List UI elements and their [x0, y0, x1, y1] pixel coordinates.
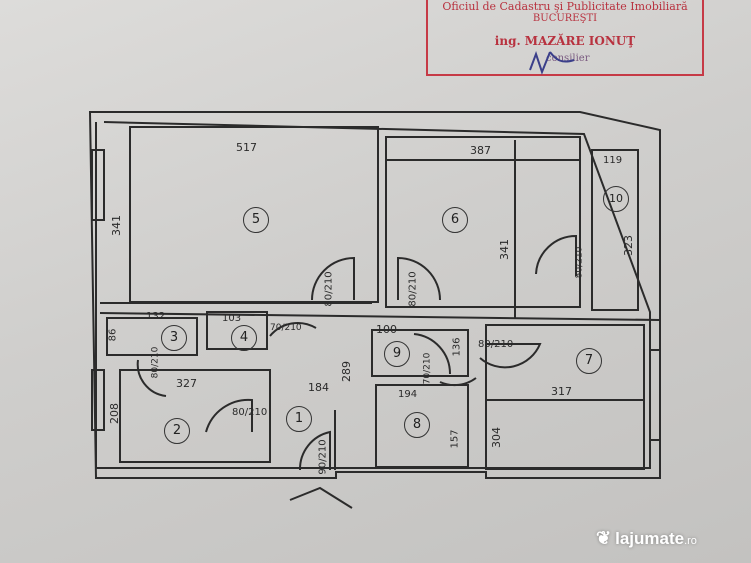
- room-7-number: 7: [576, 348, 602, 374]
- room-9-number: 9: [384, 341, 410, 367]
- door-swing-3: [136, 359, 167, 397]
- room-10-outline: [591, 149, 639, 311]
- room-1-height: 289: [340, 361, 353, 382]
- watermark-tld: .ro: [684, 535, 697, 547]
- room-2-height: 208: [108, 403, 121, 424]
- door-swing-6: [397, 256, 441, 301]
- room-10-number: 10: [603, 186, 629, 212]
- room-10-width: 119: [603, 155, 623, 166]
- door-2-label: 80/210: [232, 407, 268, 418]
- room-7-height: 304: [490, 427, 503, 448]
- room-6-height: 341: [498, 239, 511, 260]
- room-3-outline: [106, 317, 198, 356]
- door-swing-5: [311, 256, 355, 301]
- signature: [529, 51, 575, 75]
- door-4-label: 70/210: [270, 323, 302, 333]
- door-8-label: 70/210: [422, 352, 433, 385]
- outer-wall: [88, 111, 661, 479]
- room-3-width: 132: [146, 311, 166, 322]
- corridor-wall: [99, 312, 661, 321]
- room-8-outline: [375, 384, 469, 468]
- door-3-label: 80/210: [150, 346, 161, 379]
- door-9-label: 100: [376, 323, 397, 336]
- stamp-office: Oficiul de Cadastru şi Publicitate Imobi…: [442, 0, 688, 13]
- room-2-outline: [119, 369, 271, 463]
- room-8-height: 157: [449, 429, 461, 449]
- door-swing-10: [535, 234, 577, 276]
- room-8-width: 194: [398, 389, 418, 400]
- cadastre-stamp: Oficiul de Cadastru şi Publicitate Imobi…: [426, 0, 704, 76]
- room-5-width: 517: [236, 141, 257, 154]
- room-1-number: 1: [286, 406, 312, 432]
- room-7-outline: [485, 324, 645, 470]
- room-1-width: 184: [308, 381, 329, 394]
- room-4-width: 103: [222, 313, 242, 324]
- door-7-label: 80/210: [478, 339, 514, 350]
- room-8-number: 8: [404, 412, 430, 438]
- window-room-7: [649, 349, 661, 441]
- room-3-height: 86: [107, 328, 119, 342]
- window-room-2: [91, 369, 105, 431]
- room-2-width: 327: [176, 377, 197, 390]
- room-10-height: 323: [622, 235, 635, 256]
- room-4-number: 4: [231, 325, 257, 351]
- door-swing-7: [479, 343, 542, 369]
- lajumate-watermark: ❦lajumate.ro: [596, 528, 697, 549]
- room-5-height: 341: [110, 215, 123, 236]
- room-9-height: 136: [451, 337, 463, 357]
- door-swing-2: [205, 398, 253, 433]
- watermark-brand: lajumate: [615, 529, 685, 548]
- room-6-number: 6: [442, 207, 468, 233]
- room-6-outline: [385, 136, 581, 308]
- room-9-outline: [371, 329, 469, 377]
- door-5-label: 80/210: [323, 271, 335, 307]
- window-room-5: [91, 149, 105, 221]
- room-6-width: 387: [470, 144, 491, 157]
- room-3-number: 3: [161, 325, 187, 351]
- inner-wall-line: [95, 121, 651, 469]
- door-swing-entry: [298, 430, 331, 471]
- stamp-engineer: ing. MAZĂRE IONUŢ: [494, 34, 636, 48]
- room-7-width: 317: [551, 385, 572, 398]
- door-swing-4: [269, 322, 317, 337]
- stamp-city: BUCUREŞTI: [532, 13, 598, 24]
- entry-door-label: 90/210: [317, 439, 329, 475]
- room-2-number: 2: [164, 418, 190, 444]
- door-6-label: 80/210: [407, 271, 419, 307]
- entry-arrow: [289, 486, 353, 509]
- door-swing-8: [439, 377, 477, 387]
- door-swing-9: [413, 333, 452, 375]
- lajumate-logo-icon: ❦: [596, 528, 612, 548]
- door-10-label: 80/210: [574, 246, 585, 279]
- room-5-number: 5: [243, 207, 269, 233]
- stamp-title: consilier: [546, 53, 590, 64]
